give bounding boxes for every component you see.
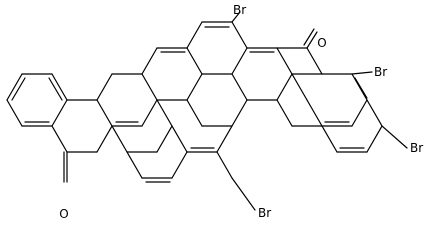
bond-line bbox=[111, 125, 128, 153]
bond-line bbox=[186, 47, 203, 75]
bond-line bbox=[231, 177, 256, 211]
bond-line bbox=[291, 73, 308, 101]
bond-line bbox=[141, 73, 158, 101]
bond-line bbox=[231, 47, 248, 75]
bromine-label-right: Br bbox=[410, 141, 423, 155]
bond-line bbox=[11, 77, 26, 101]
structure-canvas: O O Br Br Br Br bbox=[6, 3, 423, 221]
bond-line bbox=[51, 99, 68, 127]
bond-line bbox=[306, 31, 318, 49]
bond-line bbox=[216, 151, 233, 179]
bromine-label-top: Br bbox=[233, 3, 246, 17]
bond-line bbox=[366, 99, 383, 127]
bond-line bbox=[6, 99, 23, 127]
bond-line bbox=[231, 21, 248, 49]
bond-line bbox=[276, 47, 293, 75]
bond-line bbox=[48, 77, 63, 101]
bond-line bbox=[303, 28, 315, 46]
bond-line bbox=[141, 47, 158, 75]
bond-line bbox=[96, 73, 113, 101]
bond-line bbox=[231, 11, 241, 23]
bond-line bbox=[171, 125, 188, 153]
bond-line bbox=[186, 99, 203, 127]
oxygen-label-top: O bbox=[317, 36, 326, 50]
bond-line bbox=[126, 151, 143, 179]
bond-line bbox=[306, 99, 323, 127]
bond-line bbox=[306, 47, 323, 75]
bond-line bbox=[156, 99, 173, 127]
bond-line bbox=[216, 125, 233, 153]
bond-line bbox=[351, 73, 368, 101]
bond-line bbox=[186, 21, 203, 49]
bond-line bbox=[51, 125, 68, 153]
bond-line bbox=[171, 151, 188, 179]
bond-line bbox=[231, 73, 248, 101]
oxygen-label-bottom: O bbox=[59, 207, 68, 221]
bond-line bbox=[276, 99, 293, 127]
bond-line bbox=[96, 99, 113, 127]
bond-line bbox=[186, 73, 203, 101]
bond-line bbox=[141, 99, 158, 127]
bond-line bbox=[231, 99, 248, 127]
bond-line bbox=[381, 125, 408, 149]
bromine-label-upper-right: Br bbox=[374, 65, 387, 79]
bond-line bbox=[156, 125, 173, 153]
bond-line bbox=[351, 71, 373, 75]
bond-line bbox=[6, 73, 23, 101]
bond-line bbox=[354, 77, 368, 99]
bond-line bbox=[96, 125, 113, 153]
bond-layer bbox=[6, 11, 408, 211]
bond-line bbox=[276, 73, 293, 101]
bromine-label-bottom: Br bbox=[258, 206, 271, 220]
bond-line bbox=[366, 125, 383, 153]
bond-line bbox=[351, 99, 368, 127]
bond-line bbox=[51, 73, 68, 101]
molecule-structure: O O Br Br Br Br bbox=[6, 3, 423, 221]
bond-line bbox=[321, 125, 338, 153]
